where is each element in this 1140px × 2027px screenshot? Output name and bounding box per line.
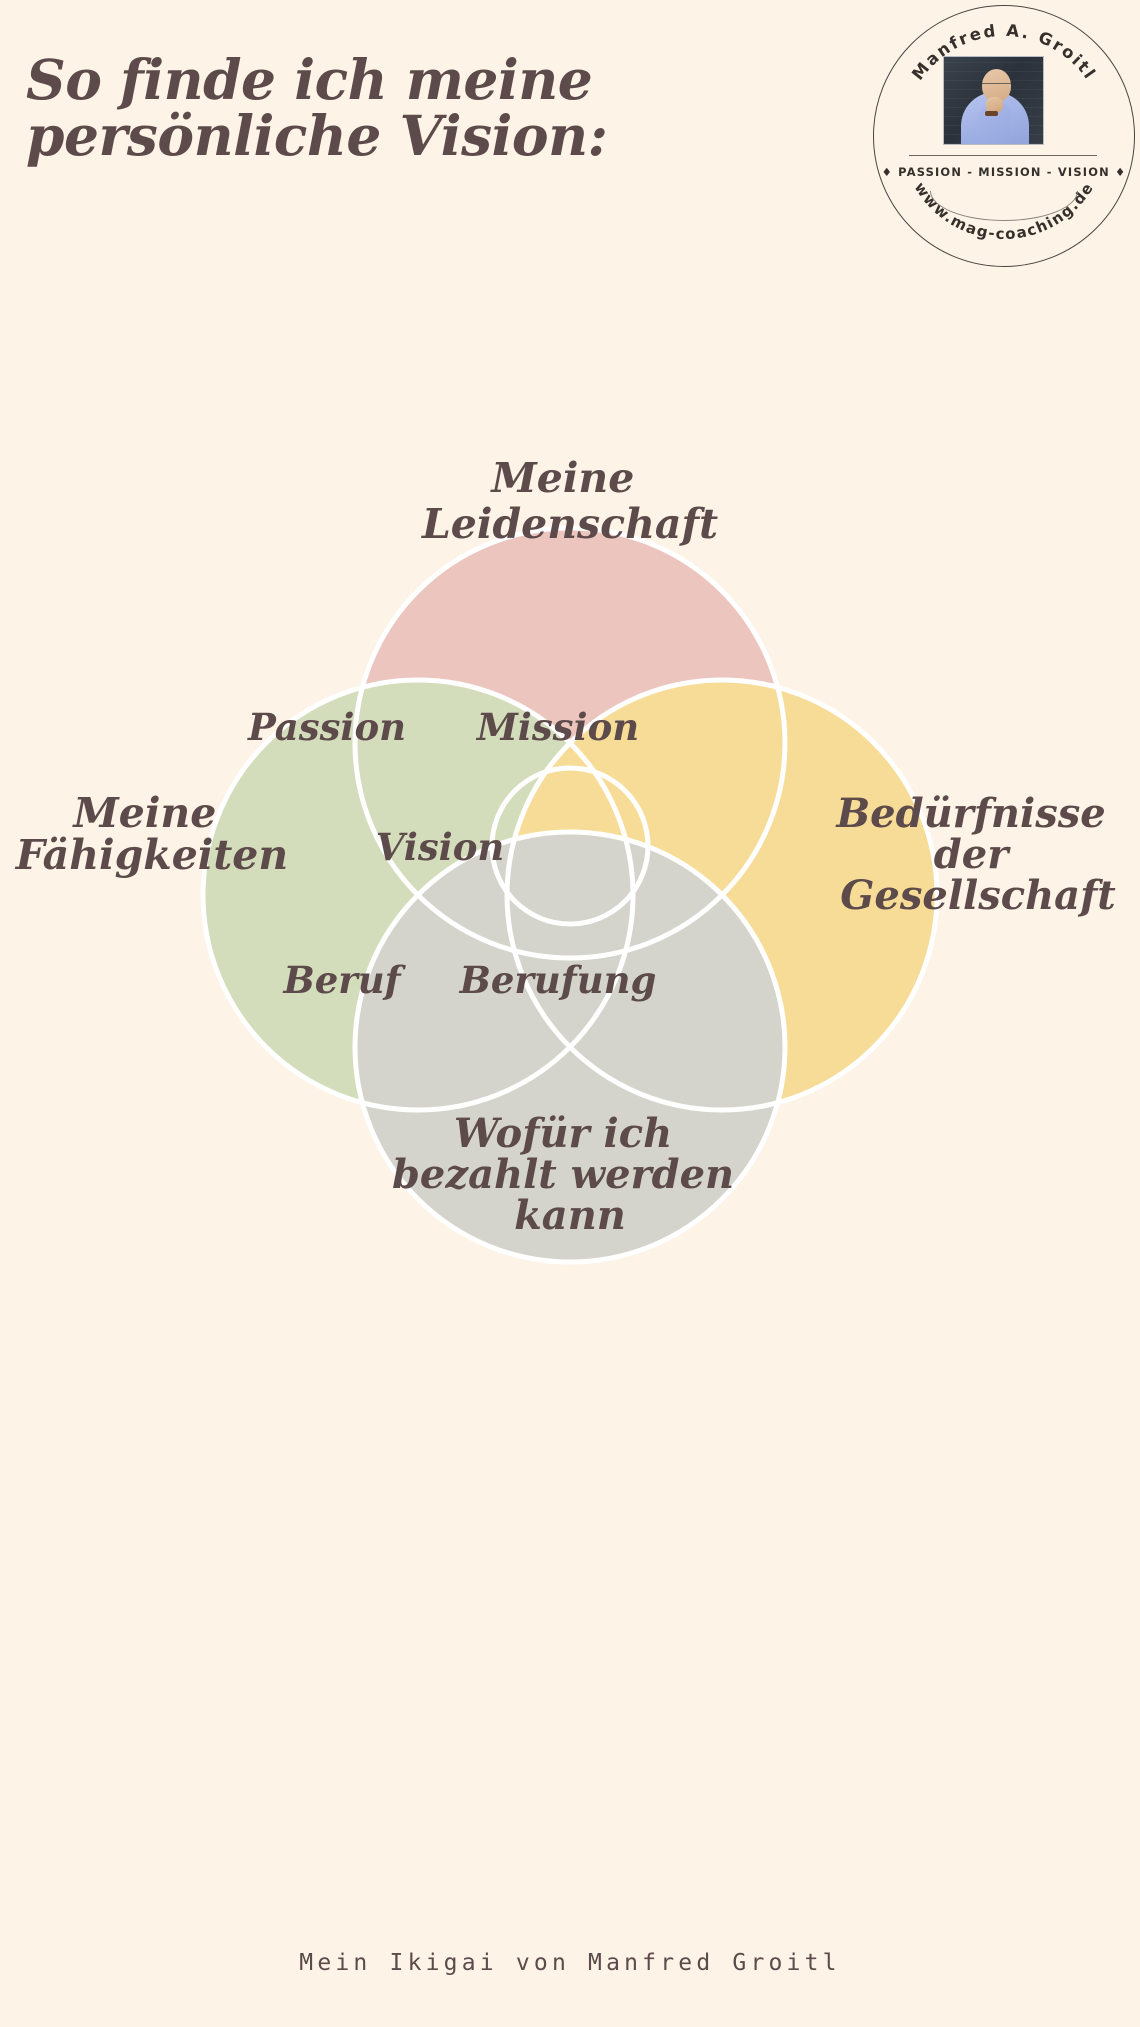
venn-label-vision: Vision — [376, 825, 505, 869]
photo-head — [982, 69, 1011, 102]
venn-circle-outlines — [200, 525, 940, 1265]
badge-divider — [909, 155, 1097, 156]
venn-label-faehigkeiten-line1: Meine — [71, 789, 216, 837]
venn-label-bezahlt-line3: kann — [514, 1192, 626, 1239]
venn-intersection-labels: Passion Mission Beruf Berufung Vision — [247, 705, 656, 1002]
venn-label-bezahlt: Wofür ich bezahlt werden kann — [392, 1110, 748, 1239]
photo-watch — [985, 111, 998, 116]
ikigai-venn-diagram: Meine Leidenschaft Meine Fähigkeiten Bed… — [15, 454, 1119, 1265]
venn-label-faehigkeiten-line2: Fähigkeiten — [15, 831, 288, 879]
venn-label-gesellschaft-line1: Bedürfnisse — [835, 790, 1105, 837]
venn-label-leidenschaft: Meine Leidenschaft — [421, 454, 718, 548]
venn-outline-bezahlt — [352, 829, 788, 1265]
venn-outline-vision-core — [489, 765, 651, 927]
venn-label-gesellschaft-line2: der — [934, 831, 1011, 878]
venn-label-faehigkeiten: Meine Fähigkeiten — [15, 789, 288, 879]
badge-tagline: ♦ PASSION - MISSION - VISION ♦ — [881, 165, 1127, 179]
venn-label-gesellschaft: Bedürfnisse der Gesellschaft — [835, 790, 1119, 919]
venn-label-leidenschaft-line2: Leidenschaft — [421, 500, 718, 548]
footer-caption: Mein Ikigai von Manfred Groitl — [299, 1950, 841, 1976]
venn-label-passion: Passion — [247, 705, 406, 749]
page-title: So finde ich meine persönliche Vision: — [26, 47, 608, 169]
venn-set-labels: Meine Leidenschaft Meine Fähigkeiten Bed… — [15, 454, 1119, 1239]
venn-label-beruf: Beruf — [282, 958, 406, 1002]
avatar — [943, 56, 1044, 145]
glasses-icon — [982, 83, 1011, 89]
venn-outline-leidenschaft — [352, 525, 788, 961]
venn-label-bezahlt-line2: bezahlt werden — [392, 1151, 734, 1198]
venn-label-mission: Mission — [475, 705, 639, 749]
venn-label-bezahlt-line1: Wofür ich — [454, 1110, 672, 1157]
venn-label-gesellschaft-line3: Gesellschaft — [840, 872, 1116, 919]
photo-hand — [986, 97, 1003, 113]
venn-label-berufung: Berufung — [459, 958, 657, 1002]
logo-badge: Manfred A. Groitl www.mag-coaching.de ♦ … — [873, 5, 1135, 267]
venn-label-leidenschaft-line1: Meine — [489, 454, 634, 502]
